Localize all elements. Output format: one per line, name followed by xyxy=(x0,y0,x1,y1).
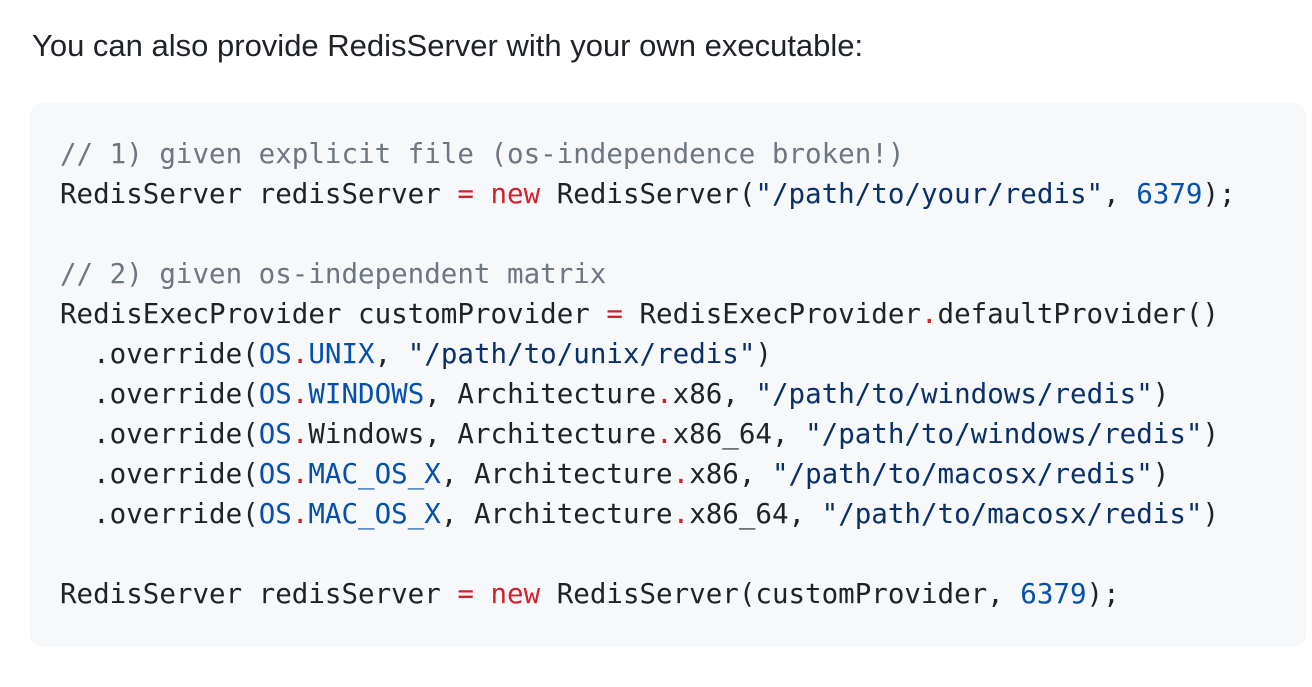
code-line: .override(OS.UNIX, "/path/to/unix/redis"… xyxy=(60,334,1276,374)
code-token-kw: . xyxy=(656,378,673,411)
code-token-kw: . xyxy=(291,378,309,411)
code-token-str: "/path/to/unix/redis" xyxy=(407,338,756,371)
code-token-pln: ) xyxy=(1202,418,1219,451)
code-token-pln: x86, xyxy=(672,378,756,411)
code-token-kw: . xyxy=(291,458,309,491)
code-token-kw: . xyxy=(291,338,309,371)
code-token-pln: ) xyxy=(755,338,772,371)
code-line: // 1) given explicit file (os-independen… xyxy=(60,134,1276,174)
code-line: .override(OS.Windows, Architecture.x86_6… xyxy=(60,414,1276,454)
code-token-const: OS xyxy=(258,498,292,531)
code-token-const: MAC_OS_X xyxy=(308,458,441,491)
code-token-str: "/path/to/windows/redis" xyxy=(805,418,1203,451)
code-token-pln: Windows, Architecture xyxy=(308,418,657,451)
code-line: RedisServer redisServer = new RedisServe… xyxy=(60,574,1276,614)
code-token-kw: = xyxy=(606,298,623,331)
code-line: .override(OS.WINDOWS, Architecture.x86, … xyxy=(60,374,1276,414)
code-token-pln: x86, xyxy=(689,458,772,491)
code-token-pln: , xyxy=(1103,178,1137,211)
code-token-const: 6379 xyxy=(1136,178,1203,211)
code-token-kw: = xyxy=(457,578,474,611)
code-token-pln: , xyxy=(374,338,408,371)
code-token-pln: RedisExecProvider xyxy=(622,298,921,331)
code-token-const: UNIX xyxy=(308,338,375,371)
code-token-pln: .override( xyxy=(60,498,259,531)
code-token-pln: RedisServer redisServer xyxy=(60,578,458,611)
code-token-pln: ) xyxy=(1152,458,1170,491)
code-token-pln: RedisServer redisServer xyxy=(60,178,458,211)
code-token-const: 6379 xyxy=(1020,578,1087,611)
code-token-kw: new xyxy=(490,178,541,211)
code-token-str: "/path/to/macosx/redis" xyxy=(821,498,1203,531)
code-token-pln: x86_64, xyxy=(672,418,806,451)
code-token-kw: new xyxy=(490,578,541,611)
code-token-pln: RedisExecProvider customProvider xyxy=(60,298,607,331)
code-line: .override(OS.MAC_OS_X, Architecture.x86,… xyxy=(60,454,1276,494)
code-token-str: "/path/to/windows/redis" xyxy=(755,378,1153,411)
code-token-const: WINDOWS xyxy=(308,378,425,411)
code-token-pln: , Architecture xyxy=(440,458,673,491)
code-token-pln xyxy=(474,178,491,210)
code-token-pln: .override( xyxy=(60,458,259,491)
code-line xyxy=(60,214,1276,254)
code-token-kw: . xyxy=(656,418,673,451)
intro-text: You can also provide RedisServer with yo… xyxy=(32,28,864,63)
code-line: .override(OS.MAC_OS_X, Architecture.x86_… xyxy=(60,494,1276,534)
code-token-pln: RedisServer( xyxy=(540,178,756,211)
code-token-pln: , Architecture xyxy=(424,378,657,411)
code-token-kw: . xyxy=(672,498,690,531)
code-token-com: // 2) given os-independent matrix xyxy=(60,258,607,291)
code-token-pln: ); xyxy=(1202,178,1236,211)
code-token-const: OS xyxy=(258,338,292,371)
code-token-kw: . xyxy=(920,298,938,331)
code-token-pln: ) xyxy=(1152,378,1170,411)
code-line xyxy=(60,534,1276,574)
code-token-com: // 1) given explicit file (os-independen… xyxy=(60,138,905,171)
code-token-str: "/path/to/your/redis" xyxy=(755,178,1104,211)
code-line: RedisExecProvider customProvider = Redis… xyxy=(60,294,1276,334)
code-token-kw: . xyxy=(672,458,690,491)
code-token-pln: defaultProvider() xyxy=(937,298,1219,331)
code-token-pln: ) xyxy=(1202,498,1220,531)
code-token-pln: , Architecture xyxy=(440,498,673,531)
code-token-const: OS xyxy=(258,418,292,451)
code-token-pln: x86_64, xyxy=(689,498,822,531)
code-token-const: OS xyxy=(258,458,292,491)
code-snippet: // 1) given explicit file (os-independen… xyxy=(60,134,1276,614)
code-token-const: MAC_OS_X xyxy=(308,498,441,531)
code-token-pln: .override( xyxy=(60,418,259,451)
code-line: // 2) given os-independent matrix xyxy=(60,254,1276,294)
code-token-pln xyxy=(474,578,491,610)
code-token-kw: . xyxy=(291,418,309,451)
code-block: // 1) given explicit file (os-independen… xyxy=(30,103,1306,648)
code-token-pln: .override( xyxy=(60,338,259,371)
code-token-kw: . xyxy=(291,498,309,531)
code-token-str: "/path/to/macosx/redis" xyxy=(771,458,1153,491)
code-token-const: OS xyxy=(258,378,292,411)
code-token-pln: ); xyxy=(1086,578,1120,611)
code-token-pln: RedisServer(customProvider, xyxy=(540,578,1021,611)
code-line: RedisServer redisServer = new RedisServe… xyxy=(60,174,1276,214)
code-token-pln: .override( xyxy=(60,378,259,411)
code-token-kw: = xyxy=(457,178,474,211)
